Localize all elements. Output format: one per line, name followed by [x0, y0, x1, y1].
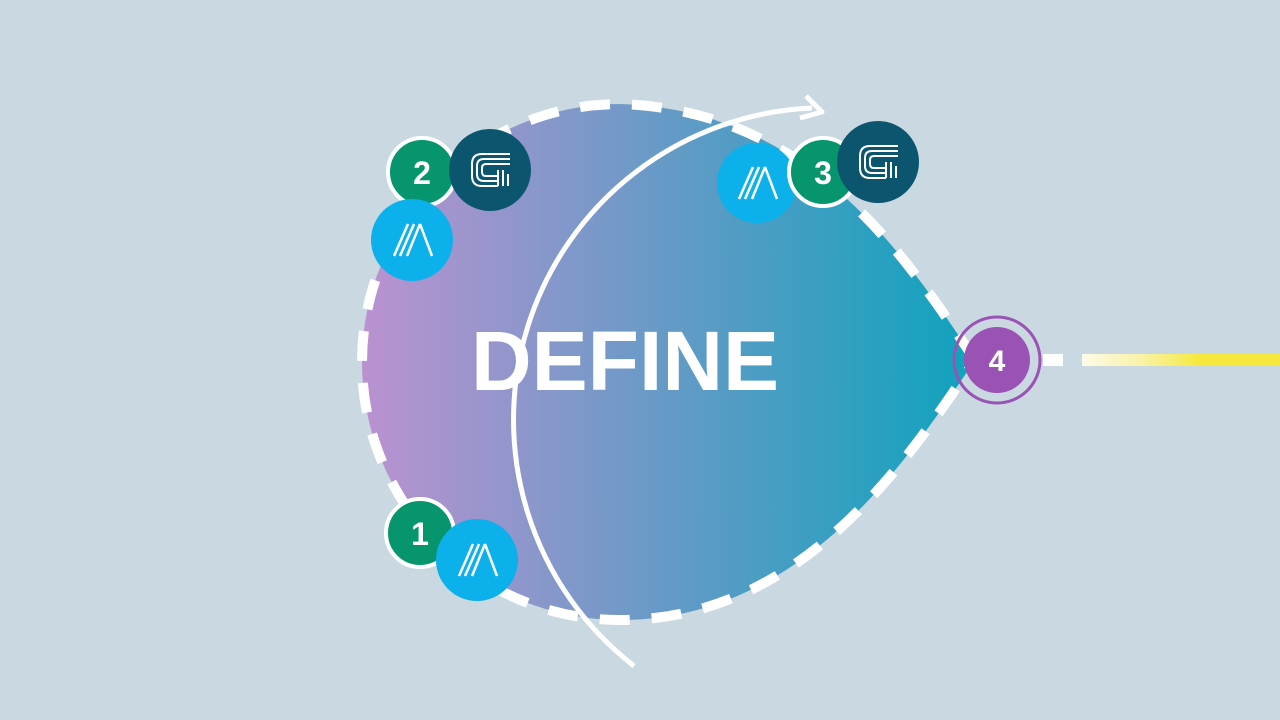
step-1-number: 1 [411, 516, 429, 552]
arrow-head-icon [799, 94, 825, 121]
step-2-badge[interactable]: 2 [386, 136, 458, 208]
step-4-number: 4 [989, 345, 1006, 378]
a-logo-icon [717, 143, 797, 223]
g-logo-icon [837, 121, 919, 203]
g-logo-icon [449, 129, 531, 211]
step-3-number: 3 [814, 155, 832, 191]
define-title: DEFINE [471, 314, 779, 408]
a-logo-icon [371, 199, 453, 281]
define-drop-shape [357, 98, 982, 626]
step-4-badge[interactable]: 4 [952, 315, 1042, 405]
trail-dash [1043, 354, 1063, 366]
step-1-badge[interactable]: 1 [384, 497, 456, 569]
trail-line [1082, 354, 1280, 366]
a-logo-icon [436, 519, 518, 601]
step-2-number: 2 [413, 155, 431, 191]
cycle-arrow [511, 105, 813, 668]
